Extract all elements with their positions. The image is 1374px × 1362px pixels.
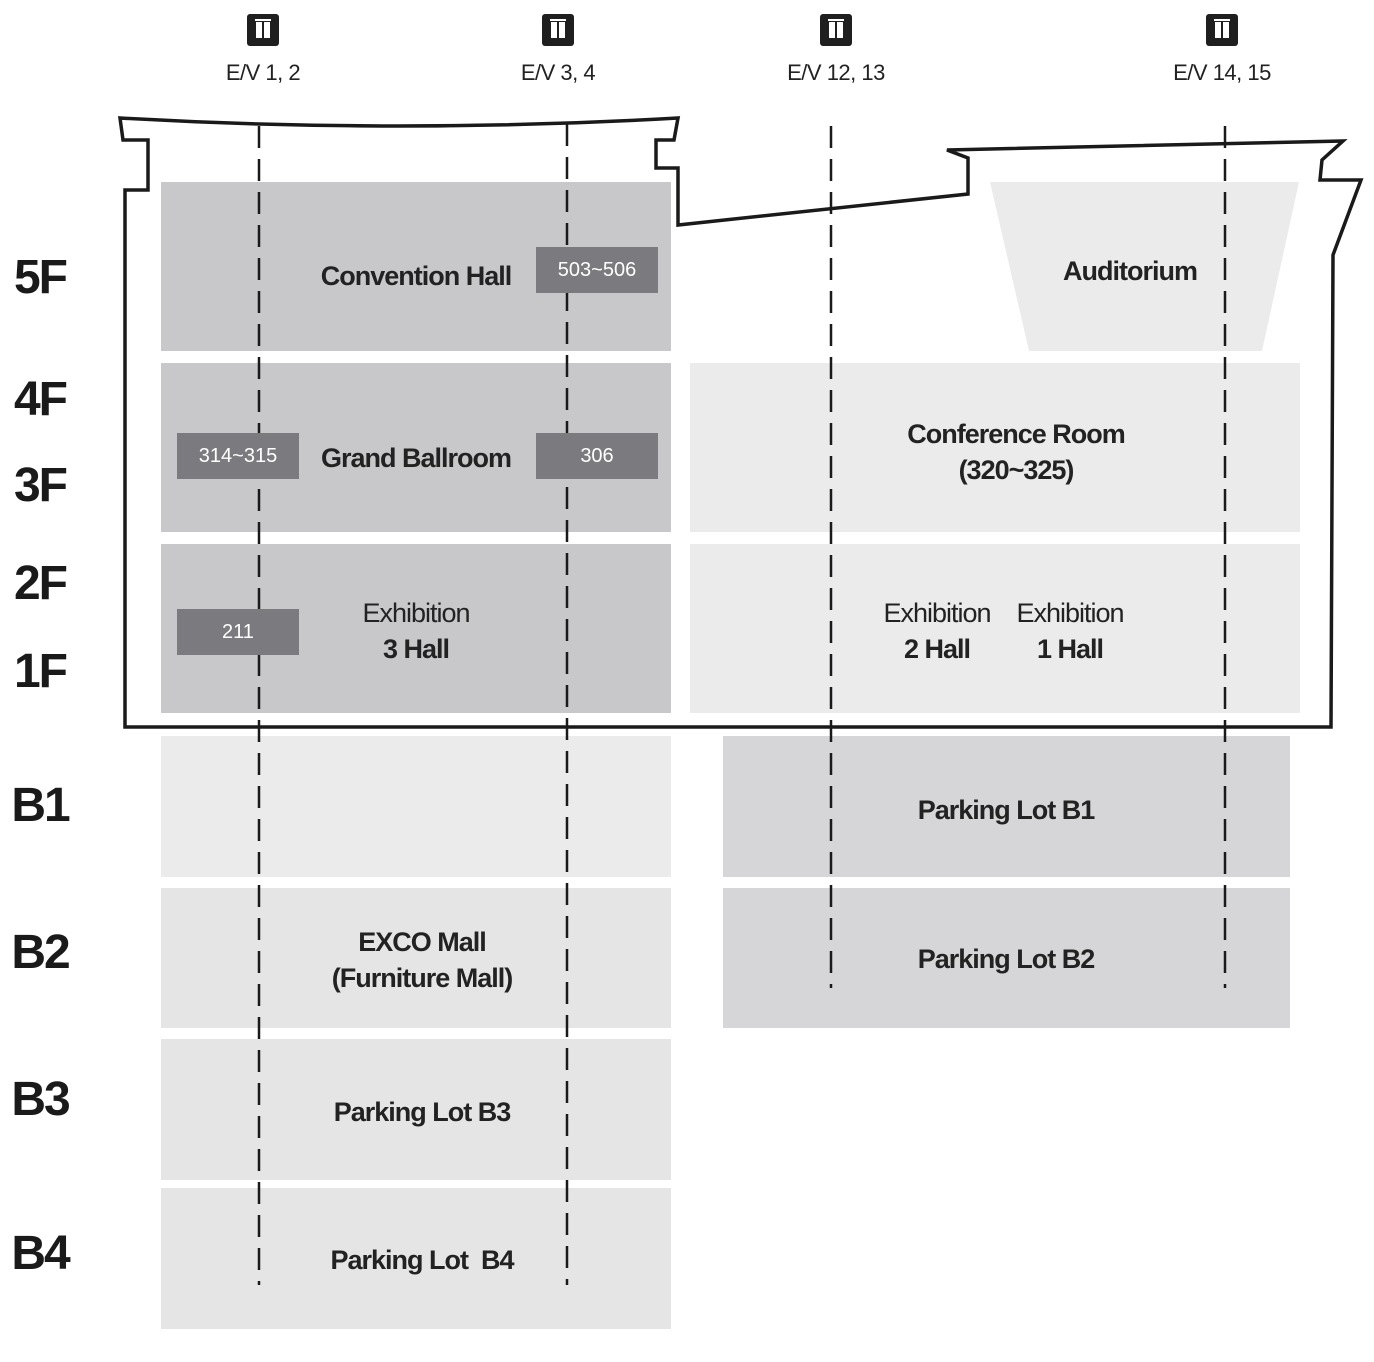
room-tag-503-506: 503~506: [536, 247, 658, 293]
elevator-ev-12-13: E/V 12, 13: [776, 14, 896, 86]
floor-label-3f: 3F: [13, 459, 68, 512]
exhibition-1-2-hall-block: [690, 544, 1300, 713]
parking-b4-label: Parking Lot B4: [330, 1245, 514, 1275]
parking-b3-label: Parking Lot B3: [333, 1097, 512, 1127]
floor-label-4f: 4F: [13, 373, 68, 426]
elevator-ev-3-4: E/V 3, 4: [498, 14, 618, 86]
conference-room-label: Conference Room (320~325): [856, 416, 1176, 488]
room-tag-314-315: 314~315: [177, 433, 299, 479]
elevator-icon: [542, 14, 574, 46]
exhibition-2-hall-line2: 2 Hall: [903, 634, 971, 664]
b1-west-block: [161, 736, 671, 877]
parking-b2-block: [723, 888, 1290, 1028]
parking-b1-label: Parking Lot B1: [917, 795, 1096, 825]
elevator-icon: [247, 14, 279, 46]
parking-b2-label: Parking Lot B2: [917, 944, 1096, 974]
exhibition-1-hall-line2: 1 Hall: [1036, 634, 1104, 664]
room-tag-306: 306: [536, 433, 658, 479]
elevator-shaft-lines: [257, 124, 1227, 1285]
elevator-ev-14-15: E/V 14, 15: [1162, 14, 1282, 86]
elevator-icon: [820, 14, 852, 46]
elevator-label: E/V 12, 13: [787, 60, 885, 85]
elevator-label: E/V 14, 15: [1173, 60, 1271, 85]
floor-label-5f: 5F: [13, 251, 68, 304]
exhibition-2-hall-line1: Exhibition: [883, 598, 991, 628]
conference-room-name: Conference Room: [907, 419, 1126, 449]
exhibition-1-hall-line1: Exhibition: [1016, 598, 1124, 628]
floor-label-2f: 2F: [13, 557, 68, 610]
building-outline: [117, 116, 1364, 729]
floor-label-b3: B3: [11, 1073, 70, 1126]
parking-b1-block: [723, 736, 1290, 877]
elevator-ev-1-2: E/V 1, 2: [203, 14, 323, 86]
parking-b3-block: [161, 1039, 671, 1180]
conference-room-block: [690, 363, 1300, 532]
floor-label-1f: 1F: [13, 645, 68, 698]
elevator-label: E/V 3, 4: [520, 60, 596, 85]
exhibition-3-hall-line1: Exhibition: [362, 598, 470, 628]
conference-room-numbers: (320~325): [958, 455, 1075, 485]
floor-label-b1: B1: [11, 779, 70, 832]
auditorium-block: [990, 182, 1299, 351]
parking-b4-block: [161, 1188, 671, 1329]
room-tag-211: 211: [177, 609, 299, 655]
floor-label-b2: B2: [11, 926, 70, 979]
elevator-label: E/V 1, 2: [225, 60, 301, 85]
exco-mall-label: EXCO Mall (Furniture Mall): [272, 924, 572, 996]
elevator-icon: [1206, 14, 1238, 46]
exco-mall-block: [161, 888, 671, 1028]
exco-mall-subtitle: (Furniture Mall): [331, 963, 514, 993]
exhibition-3-hall-label: Exhibition 3 Hall: [316, 595, 516, 667]
exco-mall-name: EXCO Mall: [358, 927, 487, 957]
auditorium-label: Auditorium: [1063, 256, 1198, 286]
grand-ballroom-label: Grand Ballroom: [320, 443, 512, 473]
floor-label-b4: B4: [11, 1227, 70, 1280]
convention-hall-label: Convention Hall: [320, 261, 513, 291]
exhibition-3-hall-line2: 3 Hall: [382, 634, 450, 664]
exhibition-1-hall-label: Exhibition 1 Hall: [1000, 595, 1140, 667]
exhibition-2-hall-label: Exhibition 2 Hall: [867, 595, 1007, 667]
